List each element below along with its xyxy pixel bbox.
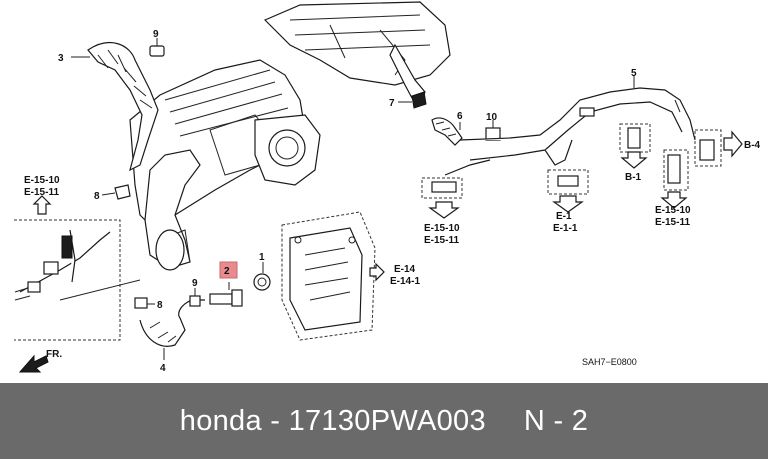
callout-6: 6 [457, 111, 463, 122]
callout-10: 10 [486, 112, 498, 123]
callout-3: 3 [58, 53, 64, 64]
ref-e15-11-left: E-15-11 [24, 187, 59, 198]
ref-b4: B-4 [744, 140, 761, 151]
ref-e14-1: E-14-1 [390, 276, 420, 287]
intake-manifold [129, 59, 321, 271]
part-info-bar: honda - 17130PWA003 N - 2 [0, 383, 768, 459]
part-9-clamp-top [149, 38, 165, 57]
brand-part-number: honda - 17130PWA003 [179, 404, 486, 437]
callout-8-bottom: 8 [157, 300, 163, 311]
part-7-fitting [389, 43, 427, 109]
ref-e14: E-14 [394, 264, 416, 275]
part-8-clamp-left [101, 184, 131, 200]
part-3-hose [71, 41, 159, 172]
part-10-clamp [485, 120, 501, 141]
drawing-code: SAH7−E0800 [582, 357, 637, 367]
callout-5: 5 [631, 68, 637, 79]
callout-2: 2 [224, 266, 230, 277]
part-4-hose [134, 288, 205, 360]
ref-e15-10-right: E-15-10 [655, 205, 691, 216]
callout-1: 1 [259, 252, 265, 263]
callout-8-left: 8 [94, 191, 100, 202]
ref-e1-1: E-1-1 [553, 223, 578, 234]
callout-4: 4 [160, 363, 166, 374]
ref-e15-10-left: E-15-10 [24, 175, 60, 186]
part-2-valve [209, 282, 243, 307]
part-5-pipe-assembly [444, 76, 715, 184]
reference-arrows [428, 130, 743, 219]
highlight-box [219, 261, 238, 279]
exploded-parts-diagram: 3 9 8 9 8 4 1 2 7 6 10 5 E-15-10 E-15-11… [14, 1, 761, 374]
front-label: FR. [46, 349, 62, 360]
left-inset-box [14, 195, 141, 341]
diagram-position: N - 2 [523, 404, 589, 437]
ref-e15-11-right: E-15-11 [655, 217, 690, 228]
ref-e15-10-mid: E-15-10 [424, 223, 460, 234]
ref-e1: E-1 [556, 211, 572, 222]
right-dashed-boxes [421, 123, 722, 199]
ref-b1: B-1 [625, 172, 642, 183]
front-direction-arrow [18, 354, 49, 373]
callout-7: 7 [389, 98, 395, 109]
part-1-grommet [253, 262, 271, 291]
engine-cover [263, 1, 451, 86]
callout-9-top: 9 [153, 29, 159, 40]
callout-9-bottom: 9 [192, 278, 198, 289]
part-6-hose [431, 117, 463, 146]
ref-e15-11-mid: E-15-11 [424, 235, 459, 246]
e14-inset-box [281, 211, 385, 341]
